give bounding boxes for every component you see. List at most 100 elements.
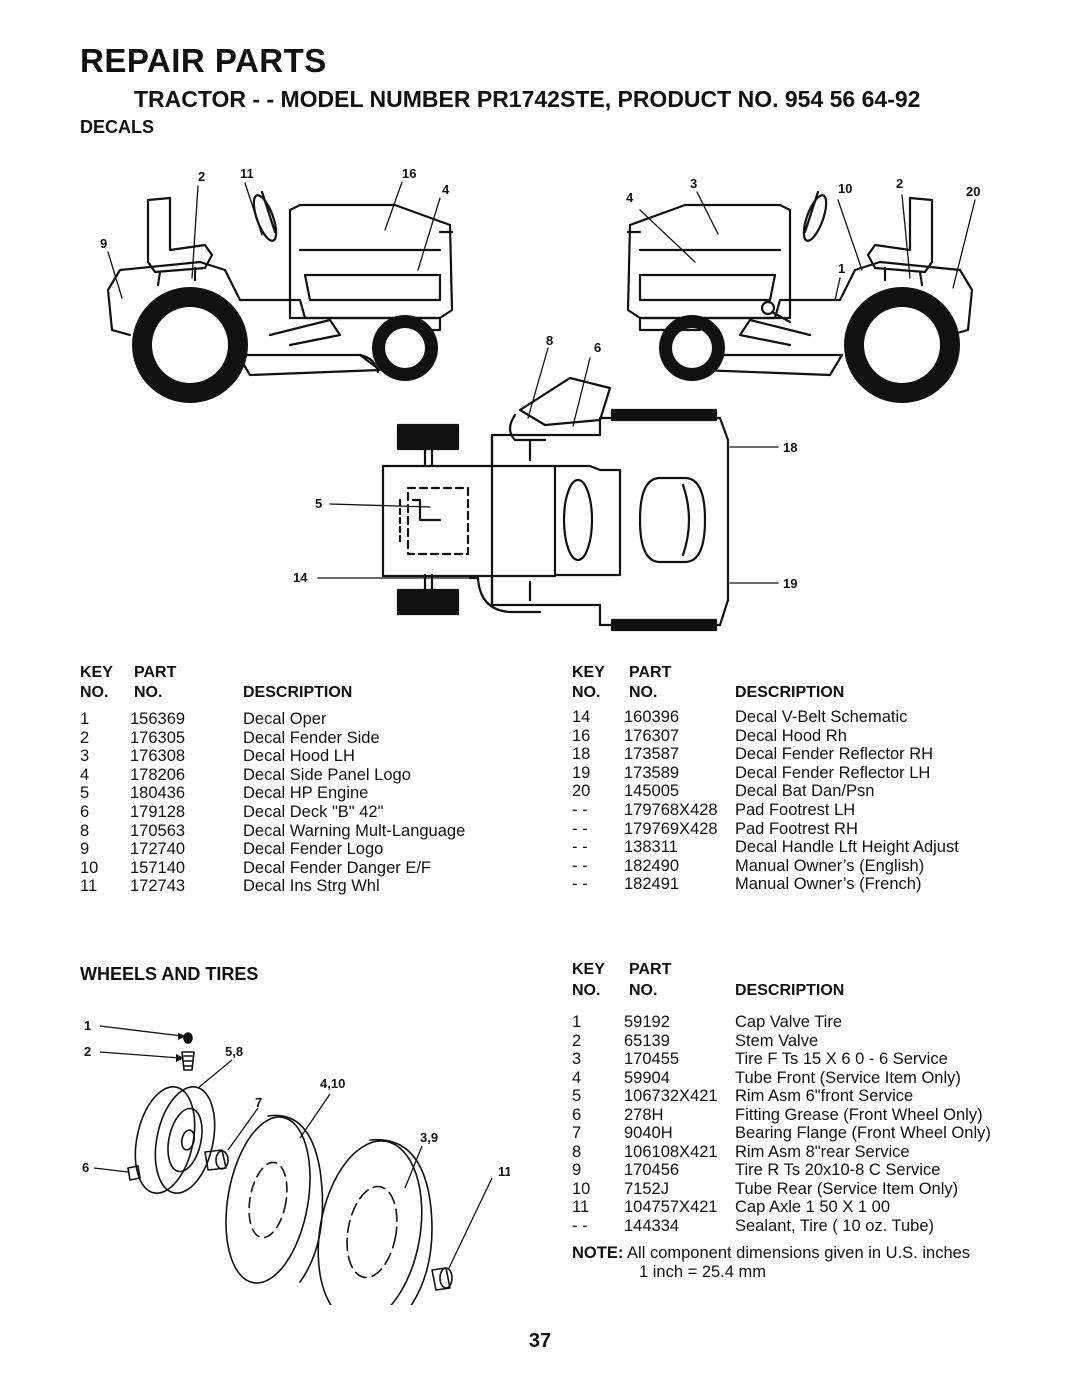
callout-5: 5 <box>315 496 322 511</box>
key-number: 3 <box>80 747 90 766</box>
note-text: All component dimensions given in U.S. i… <box>627 1244 971 1262</box>
table-row: 20 145005 Decal Bat Dan/Psn <box>572 782 1052 801</box>
decal-callouts: 2 11 16 4 9 4 3 10 2 20 1 8 6 18 5 14 19 <box>100 166 980 591</box>
part-description: Decal Side Panel Logo <box>243 765 411 784</box>
wheel-callout-5-8: 5,8 <box>225 1044 243 1059</box>
part-number: 59904 <box>624 1068 670 1087</box>
callout-9: 9 <box>100 236 107 251</box>
part-description: Decal Bat Dan/Psn <box>735 782 875 801</box>
part-number: 173589 <box>624 763 680 782</box>
key-number: 19 <box>572 763 591 782</box>
part-number: 179769X428 <box>624 819 718 838</box>
wheels-heading: WHEELS AND TIRES <box>80 964 259 984</box>
wheels-key-header: KEY <box>572 961 605 978</box>
part-description: Pad Footrest RH <box>735 819 858 838</box>
key-number: 8 <box>572 1142 582 1161</box>
part-number: 145005 <box>624 782 680 801</box>
part-number: 7152J <box>624 1179 669 1198</box>
part-description: Manual Owner’s (English) <box>735 856 925 875</box>
right-no-header: NO. <box>572 684 601 701</box>
part-description: Sealant, Tire ( 10 oz. Tube) <box>735 1216 935 1235</box>
note-text-2: 1 inch = 25.4 mm <box>639 1263 767 1281</box>
left-part-header: PART <box>134 664 177 681</box>
callout-1: 1 <box>838 261 845 276</box>
key-number: 1 <box>572 1013 582 1031</box>
key-number: 7 <box>572 1124 582 1142</box>
part-number: 173587 <box>624 745 680 764</box>
part-number: 138311 <box>624 838 678 857</box>
callout-2-left: 2 <box>198 169 205 184</box>
wheels-no2-header: NO. <box>629 982 658 999</box>
key-number: 6 <box>80 803 90 821</box>
page-title: REPAIR PARTS <box>80 42 327 79</box>
wheels-description-header: DESCRIPTION <box>735 982 845 999</box>
part-number: 172740 <box>130 840 186 859</box>
wheels-illustration: 1 2 5,8 4,10 7 3,9 6 11 <box>82 1018 510 1305</box>
part-description: Cap Valve Tire <box>735 1013 842 1031</box>
part-number: 160396 <box>624 708 680 726</box>
part-number: 104757X421 <box>624 1198 718 1216</box>
callout-14: 14 <box>293 570 308 585</box>
callout-10: 10 <box>838 181 852 196</box>
part-number: 180436 <box>130 784 186 803</box>
wheel-leader-lines <box>93 1025 493 1271</box>
key-number: - - <box>572 1216 588 1235</box>
part-description: Decal Hood LH <box>243 747 355 766</box>
callout-11: 11 <box>240 166 254 181</box>
part-description: Tube Front (Service Item Only) <box>735 1068 961 1087</box>
left-no2-header: NO. <box>134 684 163 701</box>
key-number: 2 <box>572 1031 582 1050</box>
part-description: Decal Deck "B" 42" <box>243 803 384 821</box>
callout-4-right: 4 <box>626 190 634 205</box>
right-no2-header: NO. <box>629 684 658 701</box>
part-number: 182491 <box>624 875 680 894</box>
callout-2-right: 2 <box>896 176 903 191</box>
part-description: Decal HP Engine <box>243 784 369 803</box>
right-key-header: KEY <box>572 664 605 681</box>
page-number: 37 <box>528 1330 552 1352</box>
part-number: 176307 <box>624 726 680 745</box>
key-number: - - <box>572 875 588 894</box>
part-number: 170455 <box>624 1050 680 1068</box>
part-description: Fitting Grease (Front Wheel Only) <box>735 1105 983 1124</box>
part-number: 172743 <box>130 877 186 896</box>
callout-20: 20 <box>966 184 980 199</box>
key-number: - - <box>572 801 588 819</box>
key-number: - - <box>572 856 588 875</box>
decal-leader-lines <box>107 181 976 584</box>
part-description: Decal Hood Rh <box>735 726 847 745</box>
part-description: Cap Axle 1 50 X 1 00 <box>735 1198 891 1216</box>
part-number: 170456 <box>624 1161 680 1179</box>
key-number: 6 <box>572 1105 582 1124</box>
callout-19: 19 <box>783 576 797 591</box>
part-description: Pad Footrest LH <box>735 801 856 819</box>
callout-8: 8 <box>546 333 553 348</box>
wheel-callout-1: 1 <box>84 1018 91 1033</box>
part-number: 170563 <box>130 821 186 840</box>
wheel-callout-6: 6 <box>82 1160 89 1175</box>
table-row: - - 182490 Manual Owner’s (English) <box>572 857 1052 876</box>
part-number: 182490 <box>624 856 680 875</box>
key-number: 8 <box>80 821 90 840</box>
key-number: 14 <box>572 708 591 726</box>
wheel-callout-7: 7 <box>255 1095 262 1110</box>
table-row: 6 179128 Decal Deck "B" 42" <box>80 803 560 822</box>
tractor-left-side-view <box>106 190 454 377</box>
part-number: 106732X421 <box>624 1087 718 1105</box>
key-number: 20 <box>572 782 591 801</box>
part-number: 9040H <box>624 1124 673 1142</box>
part-number: 179128 <box>130 803 186 821</box>
